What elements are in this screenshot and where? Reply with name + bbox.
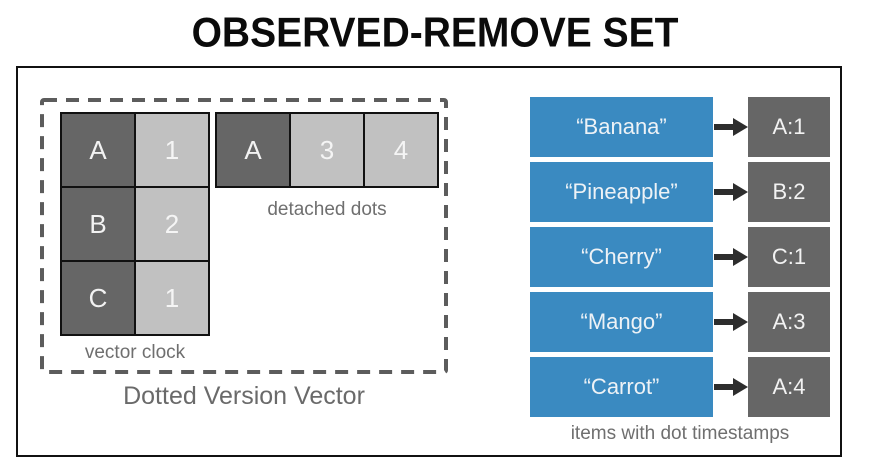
item-value: “Mango” bbox=[530, 292, 713, 352]
page-title: OBSERVED-REMOVE SET bbox=[191, 10, 679, 57]
diagram-frame: A 1 B 2 C 1 vector clock A 3 4 detached … bbox=[16, 66, 842, 457]
item-value: “Pineapple” bbox=[530, 162, 713, 222]
vector-clock-actor-cell: A bbox=[62, 114, 134, 186]
vector-clock-counter-cell: 1 bbox=[136, 114, 208, 186]
item-row: “Carrot” A:4 bbox=[530, 357, 830, 417]
item-row: “Pineapple” B:2 bbox=[530, 162, 830, 222]
items-label: items with dot timestamps bbox=[570, 423, 790, 444]
vector-clock-counter-cell: 2 bbox=[136, 188, 208, 260]
detached-dots-actor-cell: A bbox=[217, 114, 289, 186]
arrow-right-icon bbox=[713, 227, 748, 287]
arrow-right-icon bbox=[713, 97, 748, 157]
detached-dots-counter-cell: 4 bbox=[365, 114, 437, 186]
vector-clock-label: vector clock bbox=[84, 342, 186, 363]
arrow-right-icon bbox=[713, 162, 748, 222]
detached-dots-label: detached dots bbox=[267, 199, 387, 220]
item-dot: C:1 bbox=[748, 227, 830, 287]
items-list: “Banana” A:1 “Pineapple” B:2 “Cherry” C:… bbox=[530, 97, 830, 417]
item-dot: A:3 bbox=[748, 292, 830, 352]
arrow-right-icon bbox=[713, 357, 748, 417]
detached-dots-counter-cell: 3 bbox=[291, 114, 363, 186]
item-value: “Banana” bbox=[530, 97, 713, 157]
item-row: “Mango” A:3 bbox=[530, 292, 830, 352]
arrow-right-icon bbox=[713, 292, 748, 352]
item-value: “Cherry” bbox=[530, 227, 713, 287]
dashed-border bbox=[40, 98, 448, 374]
dvv-caption: Dotted Version Vector bbox=[123, 382, 365, 410]
item-value: “Carrot” bbox=[530, 357, 713, 417]
item-row: “Cherry” C:1 bbox=[530, 227, 830, 287]
vector-clock-actor-cell: C bbox=[62, 262, 134, 334]
vector-clock-counter-cell: 1 bbox=[136, 262, 208, 334]
dvv-dashed-box bbox=[40, 98, 448, 374]
vector-clock-actor-cell: B bbox=[62, 188, 134, 260]
item-row: “Banana” A:1 bbox=[530, 97, 830, 157]
item-dot: A:4 bbox=[748, 357, 830, 417]
item-dot: A:1 bbox=[748, 97, 830, 157]
vector-clock-table: A 1 B 2 C 1 bbox=[60, 112, 210, 336]
detached-dots-table: A 3 4 bbox=[215, 112, 439, 188]
item-dot: B:2 bbox=[748, 162, 830, 222]
